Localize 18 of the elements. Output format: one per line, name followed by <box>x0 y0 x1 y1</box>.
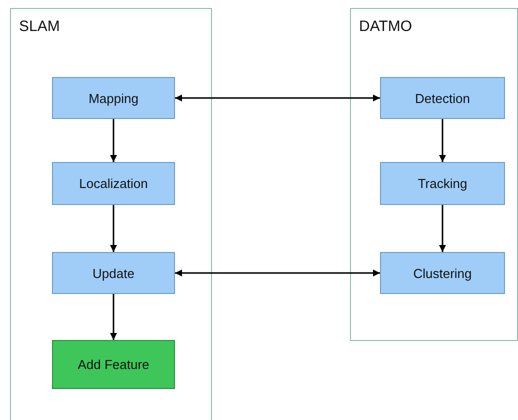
group-panel <box>10 8 212 420</box>
process-box: Localization <box>52 162 175 205</box>
arrow <box>110 205 117 252</box>
arrow <box>439 205 446 252</box>
process-box: Mapping <box>52 77 175 119</box>
process-box: Clustering <box>380 252 505 294</box>
arrow <box>110 294 117 340</box>
process-box: Update <box>52 252 175 294</box>
arrow <box>110 119 117 162</box>
arrow <box>439 119 446 162</box>
process-box: Detection <box>380 77 505 119</box>
panel-title: DATMO <box>359 18 412 35</box>
panel-title: SLAM <box>19 18 60 35</box>
arrow <box>175 94 380 102</box>
process-box: Tracking <box>380 162 505 205</box>
process-box: Add Feature <box>52 340 175 389</box>
arrow <box>175 270 380 276</box>
group-panel <box>350 8 518 341</box>
